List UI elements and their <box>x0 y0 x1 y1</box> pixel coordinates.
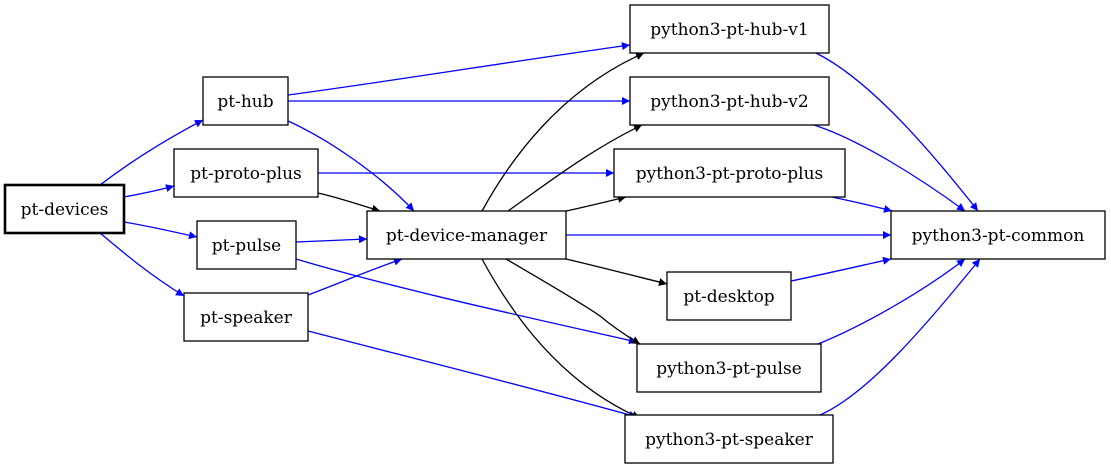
edge-line <box>507 124 643 212</box>
edge-line <box>790 256 892 282</box>
node-box <box>202 76 289 126</box>
edge-line <box>99 119 204 186</box>
node-pt-desktop[interactable]: pt-desktop <box>666 271 792 321</box>
node-box <box>366 210 567 260</box>
edge-line <box>123 184 175 198</box>
edge-pt-desktop-to-python3-pt-common <box>790 256 892 282</box>
edge-line <box>123 221 198 240</box>
node-python3-pt-hub-v2[interactable]: python3-pt-hub-v2 <box>629 76 830 126</box>
edge-pt-proto-plus-to-pt-device-manager <box>317 192 381 213</box>
edge-line <box>295 258 638 345</box>
node-box <box>666 271 792 321</box>
node-label: python3-pt-common <box>912 226 1085 246</box>
node-pt-proto-plus[interactable]: pt-proto-plus <box>173 148 319 198</box>
edge-pt-device-manager-to-python3-pt-pulse <box>505 258 641 345</box>
node-python3-pt-common[interactable]: python3-pt-common <box>890 210 1106 260</box>
node-pt-devices[interactable]: pt-devices <box>3 183 126 235</box>
node-python3-pt-pulse[interactable]: python3-pt-pulse <box>636 343 822 393</box>
node-label: pt-devices <box>21 200 109 220</box>
node-label: pt-device-manager <box>386 226 548 246</box>
edge-line <box>813 124 966 212</box>
edge-line <box>287 42 631 96</box>
node-box <box>183 292 309 342</box>
node-label: python3-pt-proto-plus <box>636 164 824 184</box>
edge-line <box>819 258 981 416</box>
edge-python3-pt-speaker-to-python3-pt-common <box>819 258 981 416</box>
node-label: pt-proto-plus <box>190 164 302 184</box>
edge-pt-device-manager-to-python3-pt-speaker <box>481 258 641 419</box>
node-pt-pulse[interactable]: pt-pulse <box>196 220 297 270</box>
edge-pt-pulse-to-pt-device-manager <box>295 235 368 244</box>
edge-pt-devices-to-pt-pulse <box>123 221 198 240</box>
node-label: pt-hub <box>217 92 273 112</box>
edge-line <box>565 258 668 286</box>
edge-python3-pt-proto-plus-to-python3-pt-common <box>831 196 893 213</box>
edge-python3-pt-hub-v1-to-python3-pt-common <box>815 52 979 212</box>
node-pt-hub[interactable]: pt-hub <box>202 76 289 126</box>
edge-line <box>295 235 368 244</box>
edge-pt-speaker-to-pt-device-manager <box>307 257 403 296</box>
node-box <box>624 414 834 464</box>
edge-line <box>815 52 979 212</box>
edge-pt-hub-to-pt-device-manager <box>287 120 415 212</box>
node-box <box>3 183 126 235</box>
node-box <box>890 210 1106 260</box>
node-label: python3-pt-speaker <box>645 430 814 450</box>
node-label: pt-desktop <box>683 287 774 307</box>
edge-line <box>317 192 381 213</box>
edge-line <box>505 258 641 345</box>
edge-line <box>481 258 641 419</box>
edge-pt-pulse-to-python3-pt-pulse <box>295 258 638 345</box>
edge-line <box>831 196 893 213</box>
node-python3-pt-proto-plus[interactable]: python3-pt-proto-plus <box>613 148 846 198</box>
node-box <box>613 148 846 198</box>
edge-pt-device-manager-to-python3-pt-hub-v1 <box>481 52 645 212</box>
edge-pt-devices-to-pt-hub <box>99 119 204 186</box>
edge-pt-devices-to-pt-proto-plus <box>123 184 175 198</box>
edge-python3-pt-pulse-to-python3-pt-common <box>817 258 966 345</box>
node-python3-pt-speaker[interactable]: python3-pt-speaker <box>624 414 834 464</box>
node-label: python3-pt-pulse <box>656 359 802 379</box>
edge-line <box>481 52 645 212</box>
edge-pt-device-manager-to-python3-pt-proto-plus <box>565 194 627 212</box>
edge-pt-speaker-to-python3-pt-speaker <box>307 330 638 419</box>
edge-pt-device-manager-to-pt-desktop <box>565 258 668 286</box>
edge-line <box>99 232 185 297</box>
edge-line <box>287 120 415 212</box>
node-label: pt-pulse <box>212 236 282 256</box>
edge-pt-hub-to-python3-pt-hub-v1 <box>287 42 631 96</box>
node-label: pt-speaker <box>200 308 293 328</box>
edge-pt-devices-to-pt-speaker <box>99 232 185 297</box>
node-python3-pt-hub-v1[interactable]: python3-pt-hub-v1 <box>629 4 830 54</box>
node-box <box>196 220 297 270</box>
node-label: python3-pt-hub-v1 <box>650 20 808 40</box>
edge-line <box>307 330 638 419</box>
node-box <box>629 4 830 54</box>
node-pt-speaker[interactable]: pt-speaker <box>183 292 309 342</box>
edge-python3-pt-hub-v2-to-python3-pt-common <box>813 124 966 212</box>
node-box <box>629 76 830 126</box>
node-box <box>173 148 319 198</box>
edge-line <box>307 257 403 296</box>
node-pt-device-manager[interactable]: pt-device-manager <box>366 210 567 260</box>
edge-line <box>817 258 966 345</box>
edge-line <box>565 194 627 212</box>
edge-pt-device-manager-to-python3-pt-hub-v2 <box>507 124 643 212</box>
node-label: python3-pt-hub-v2 <box>650 92 808 112</box>
node-box <box>636 343 822 393</box>
